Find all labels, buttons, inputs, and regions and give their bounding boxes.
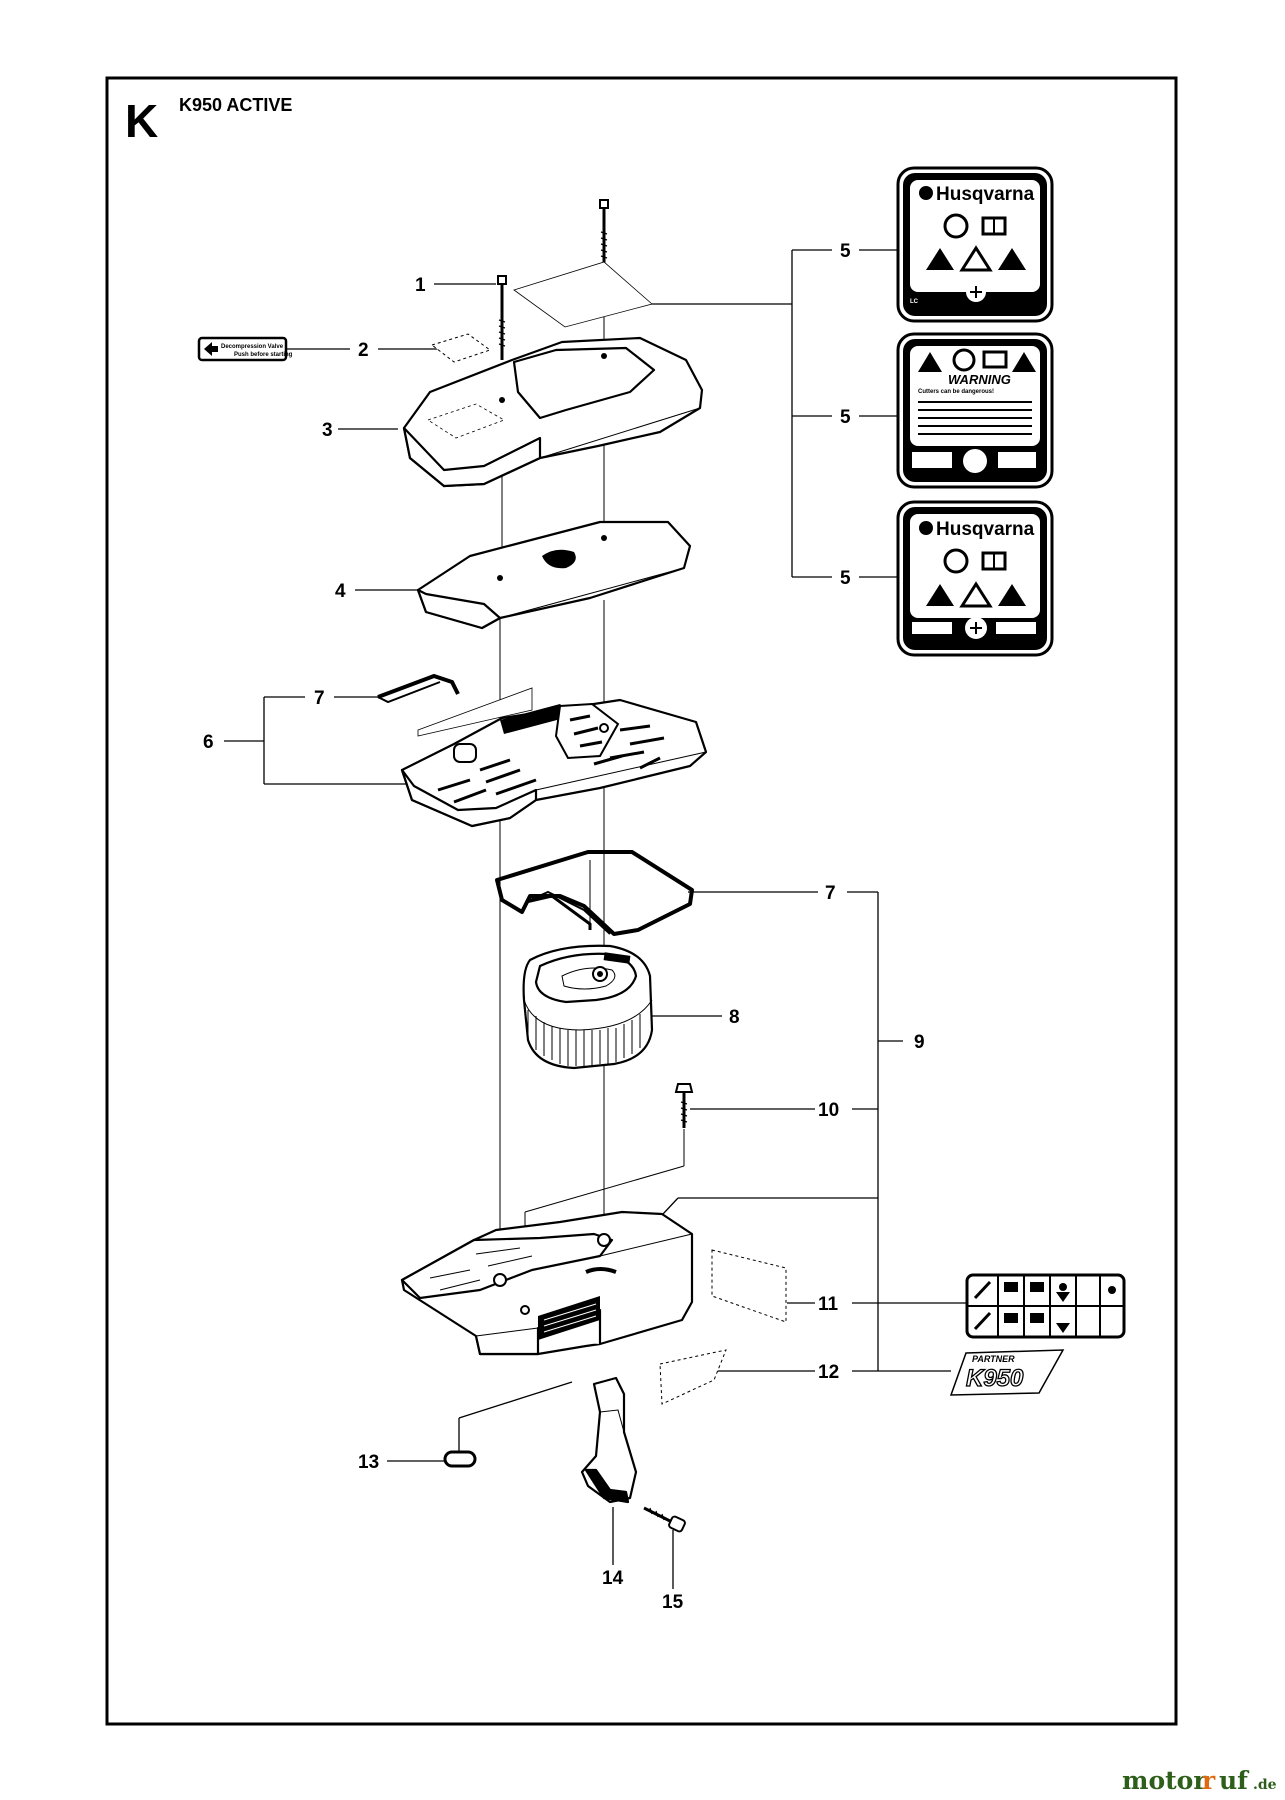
part-air-filter bbox=[522, 944, 654, 1070]
label-11: 11 bbox=[818, 1294, 839, 1315]
part-screw-short bbox=[497, 275, 507, 360]
watermark-motor: motor bbox=[1122, 1766, 1207, 1795]
svg-text:LC: LC bbox=[910, 299, 919, 305]
part-gasket bbox=[495, 850, 694, 936]
label-5-top: 5 bbox=[840, 241, 851, 262]
label-10: 10 bbox=[818, 1100, 839, 1121]
decal-husqvarna-top: Husqvarna LC bbox=[896, 166, 1054, 323]
label-7-upper: 7 bbox=[314, 688, 325, 709]
label-5-middle: 5 bbox=[840, 407, 851, 428]
part-prefilter bbox=[416, 520, 692, 630]
decal-warning-subtitle: Cutters can be dangerous! bbox=[918, 389, 994, 395]
section-letter: K bbox=[125, 95, 158, 147]
decal-decompression: Decompression Valve Push before starting bbox=[197, 336, 293, 362]
part-filter-housing bbox=[400, 1210, 694, 1356]
part-seal-small bbox=[377, 673, 533, 737]
part-screw-housing bbox=[674, 1083, 694, 1128]
label-13: 13 bbox=[358, 1452, 379, 1473]
decal-decomp-sub: Push before starting bbox=[234, 352, 293, 358]
decal-husqvarna-bottom: Husqvarna bbox=[896, 500, 1054, 657]
decal-model: PARTNER K950 bbox=[949, 1349, 1065, 1396]
label-8: 8 bbox=[729, 1007, 740, 1028]
decal-pictograms bbox=[965, 1273, 1126, 1339]
label-12: 12 bbox=[818, 1362, 839, 1383]
decal-k950: K950 bbox=[966, 1365, 1024, 1392]
decal-brand-top: Husqvarna bbox=[936, 184, 1035, 205]
label-15: 15 bbox=[662, 1592, 684, 1613]
part-number-labels: 1 2 3 4 5 5 5 6 7 7 8 9 10 11 12 13 14 1… bbox=[203, 241, 925, 1613]
decal-warning: WARNING Cutters can be dangerous! bbox=[896, 332, 1054, 489]
decal-placement-front bbox=[659, 1349, 727, 1405]
label-2: 2 bbox=[358, 340, 369, 361]
decal-placement-side bbox=[711, 1249, 787, 1323]
part-intake-tube bbox=[580, 1376, 638, 1504]
watermark: motor r uf .de bbox=[1122, 1766, 1277, 1795]
label-6: 6 bbox=[203, 732, 214, 753]
label-1: 1 bbox=[415, 275, 426, 296]
part-filter-cover bbox=[402, 336, 704, 488]
label-3: 3 bbox=[322, 420, 333, 441]
diagram-frame bbox=[105, 76, 1178, 1726]
watermark-domain: .de bbox=[1253, 1777, 1277, 1793]
page-title: K950 ACTIVE bbox=[179, 95, 292, 115]
part-filter-holder bbox=[400, 698, 708, 828]
part-screw-tube bbox=[643, 1506, 686, 1533]
part-seal-tube bbox=[443, 1450, 477, 1468]
label-7-lower: 7 bbox=[825, 883, 836, 904]
decal-decomp-label: Decompression Valve bbox=[221, 344, 284, 350]
label-5-bottom: 5 bbox=[840, 568, 851, 589]
part-screw-long bbox=[599, 199, 609, 266]
watermark-uf: uf bbox=[1219, 1766, 1250, 1795]
decal-placement-top bbox=[513, 261, 653, 328]
label-14: 14 bbox=[602, 1568, 624, 1589]
decal-warning-title: WARNING bbox=[948, 372, 1011, 387]
decal-placement-cover bbox=[430, 333, 492, 363]
decal-brand-bottom: Husqvarna bbox=[936, 519, 1035, 540]
decal-partner: PARTNER bbox=[972, 1354, 1015, 1364]
label-9: 9 bbox=[914, 1032, 925, 1053]
watermark-r: r bbox=[1202, 1766, 1216, 1795]
label-4: 4 bbox=[335, 581, 346, 602]
